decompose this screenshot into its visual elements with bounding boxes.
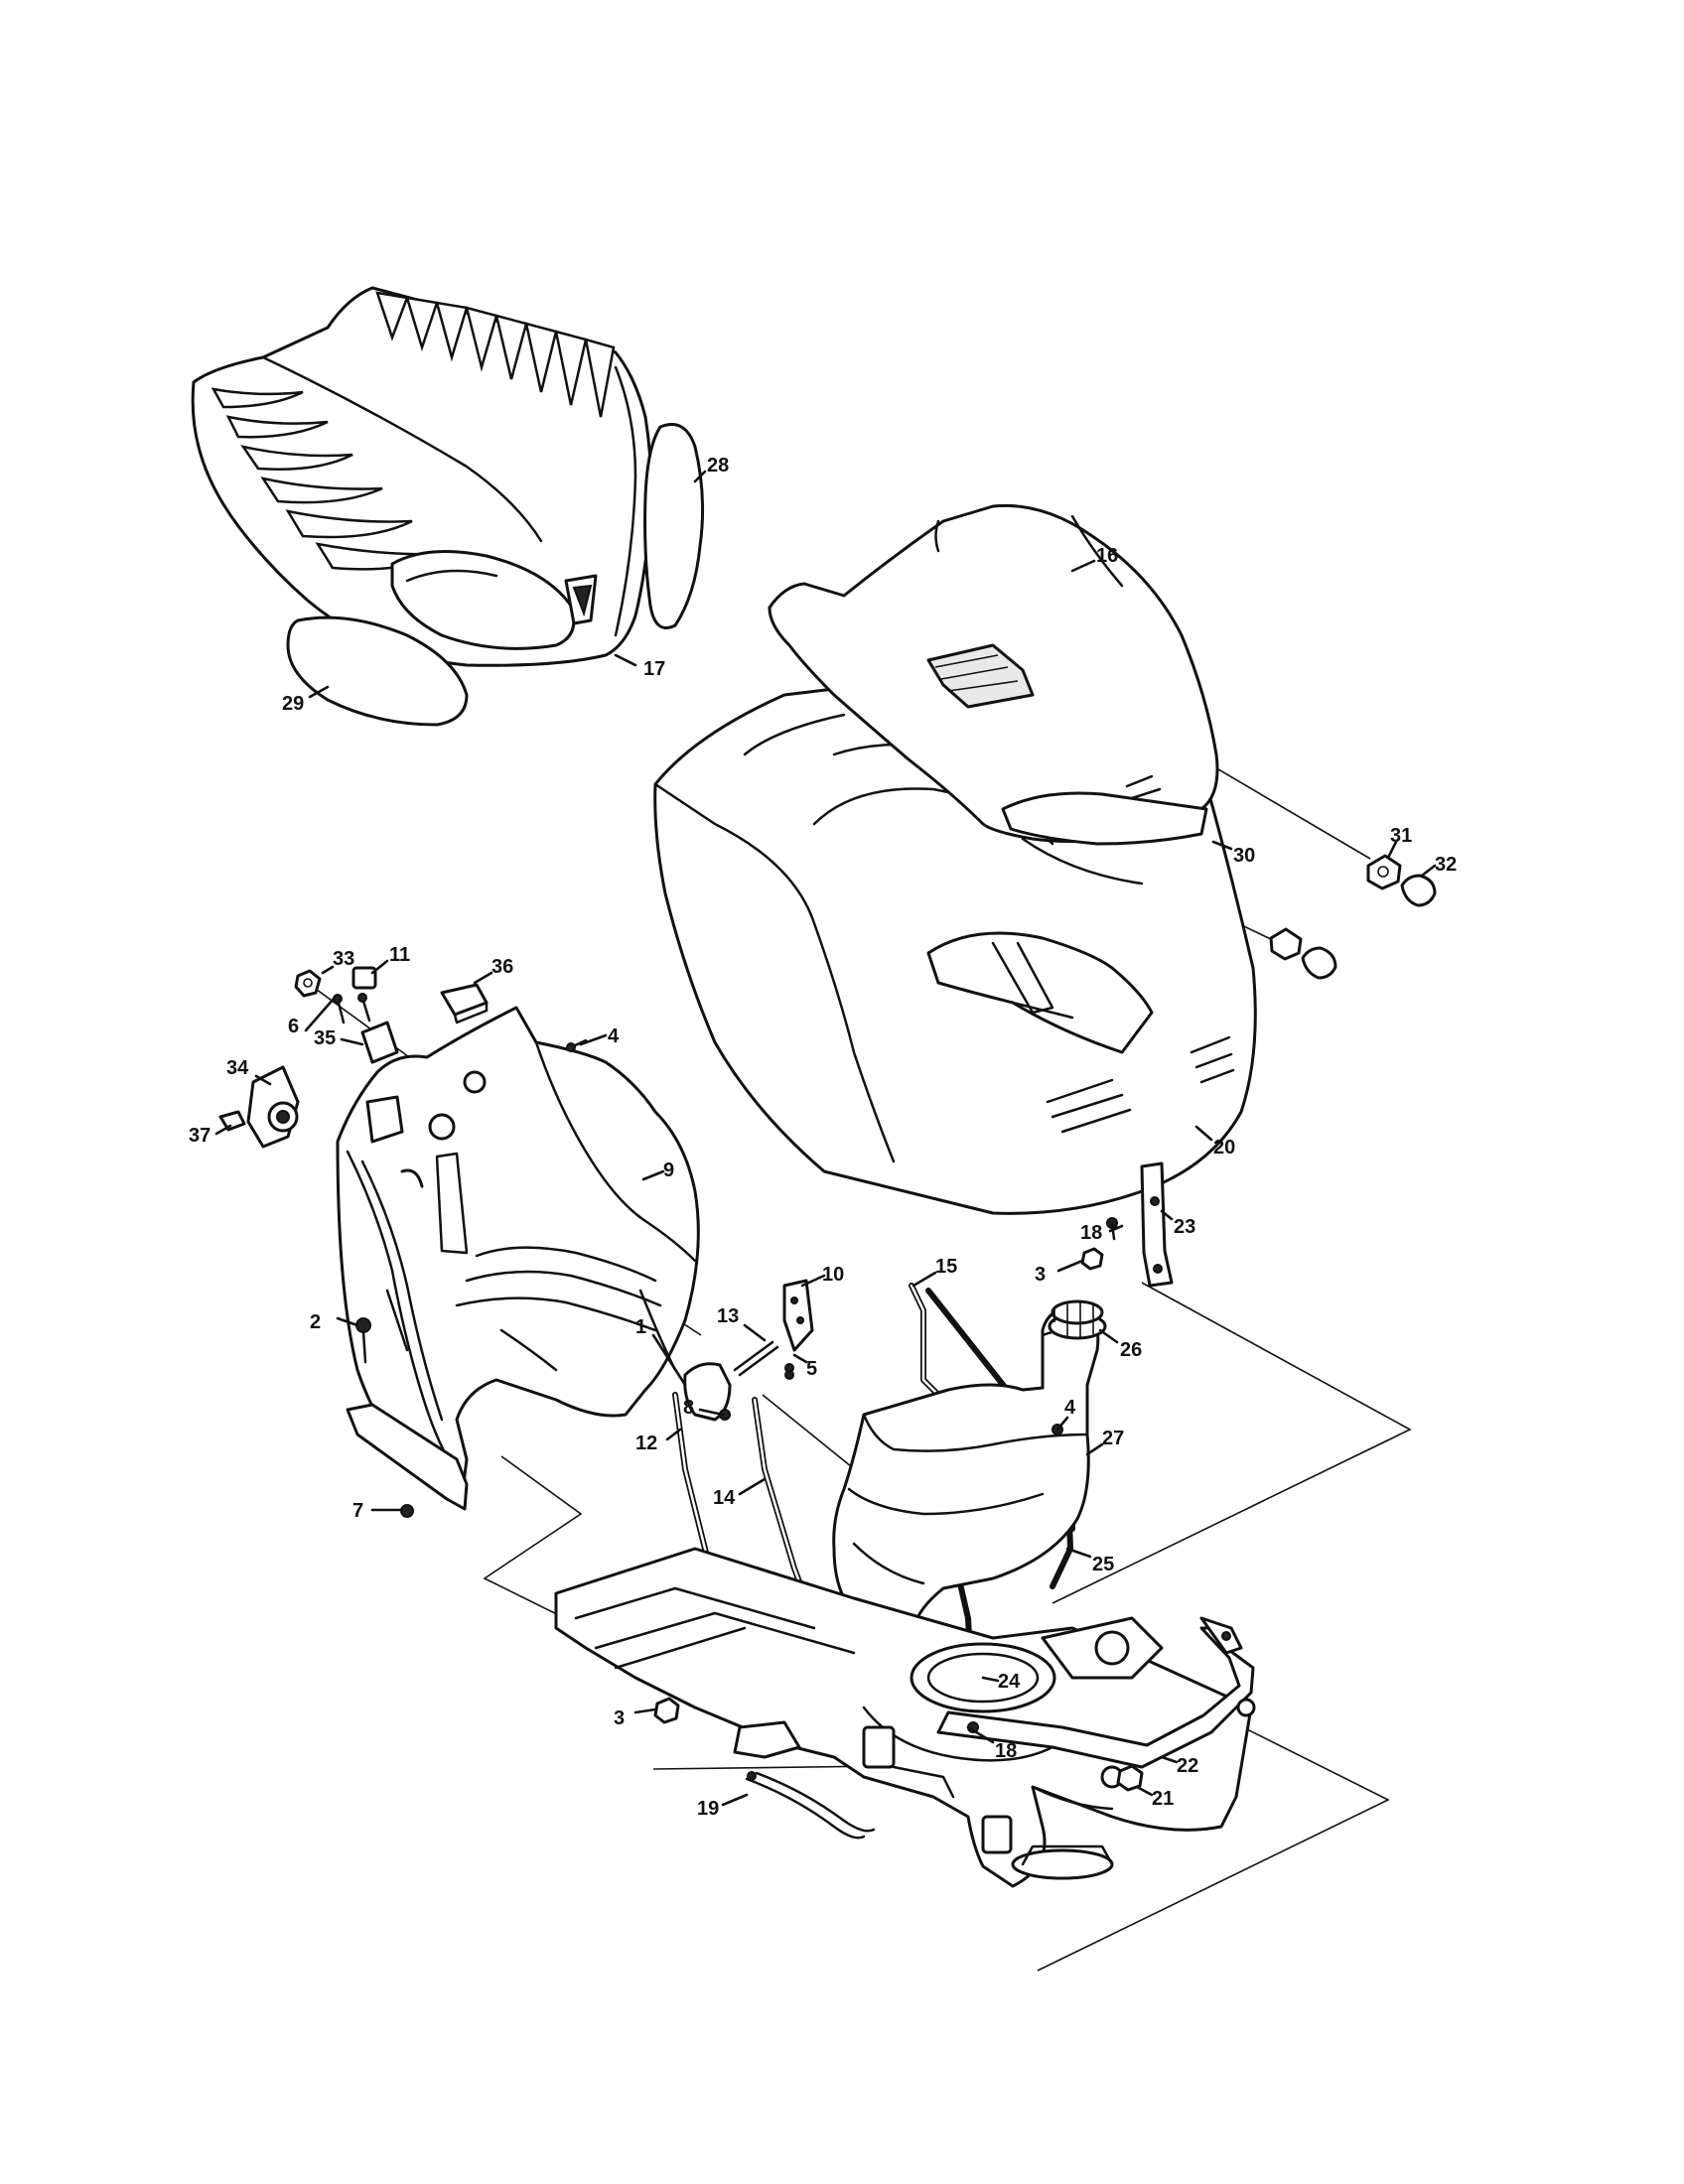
callout-12: 12 [635,1433,657,1454]
bushing-11 [351,966,377,990]
bracket-1 [683,1362,732,1422]
callout-26: 26 [1120,1339,1142,1361]
callout-19: 19 [697,1798,719,1820]
upper-hood-panel-16 [768,503,1219,846]
callout-18a: 18 [1080,1222,1102,1244]
callout-4b: 4 [1064,1397,1076,1419]
bracket-10 [782,1279,814,1352]
fuel-tank-27 [832,1306,1100,1635]
callout-14: 14 [713,1487,736,1509]
callout-2: 2 [310,1311,321,1333]
bracket-23 [1140,1161,1174,1288]
callout-11: 11 [389,944,410,966]
callout-9: 9 [663,1160,674,1181]
callout-35: 35 [314,1027,336,1049]
fuel-cap-26 [1048,1299,1107,1340]
callout-33: 33 [333,948,354,970]
switch-36 [440,983,489,1017]
callout-28: 28 [707,455,729,477]
callout-3b: 3 [614,1707,625,1729]
lens-28 [643,423,705,629]
key-37 [218,1110,246,1132]
frame-chassis [554,1547,1253,1888]
callout-16: 16 [1096,545,1118,567]
callout-1: 1 [635,1316,646,1338]
callout-8: 8 [683,1397,694,1419]
callout-7: 7 [352,1500,363,1522]
socket-31 [1366,854,1402,890]
callout-4a: 4 [608,1025,620,1047]
callout-21: 21 [1152,1788,1174,1810]
hardware [653,854,1437,1840]
dash-small-parts [218,966,588,1149]
callout-37: 37 [189,1125,210,1147]
callout-13: 13 [717,1305,739,1327]
callout-25: 25 [1092,1554,1114,1575]
callout-18b: 18 [995,1740,1017,1762]
callout-29: 29 [282,693,304,715]
callout-36: 36 [491,956,513,978]
callout-31: 31 [1390,825,1412,847]
callout-30: 30 [1233,845,1255,867]
callout-17: 17 [643,658,665,680]
bulb-32 [1400,874,1437,907]
throttle-bracket-parts [683,1279,814,1422]
callout-20: 20 [1213,1137,1235,1159]
callout-3a: 3 [1035,1264,1046,1286]
callout-22: 22 [1177,1755,1198,1777]
callout-27: 27 [1102,1428,1124,1449]
lens-29 [286,615,469,727]
dash-mount-bracket [346,1317,469,1518]
leader-lines [214,470,1437,1807]
callout-10: 10 [822,1264,844,1286]
callout-15: 15 [935,1256,957,1278]
callout-24: 24 [998,1671,1021,1693]
callout-23: 23 [1174,1216,1195,1238]
callout-6: 6 [288,1016,299,1037]
front-axle-bracket-22 [936,1616,1256,1789]
callout-labels: 1 2 3 3 4 4 5 6 7 8 9 10 11 12 13 14 15 … [189,455,1457,1820]
callout-32: 32 [1435,854,1457,876]
nut-33 [294,969,322,998]
callout-34: 34 [226,1057,249,1079]
hood-grille-17 [191,286,653,667]
switch-35 [360,1021,399,1064]
callout-5: 5 [806,1358,817,1380]
